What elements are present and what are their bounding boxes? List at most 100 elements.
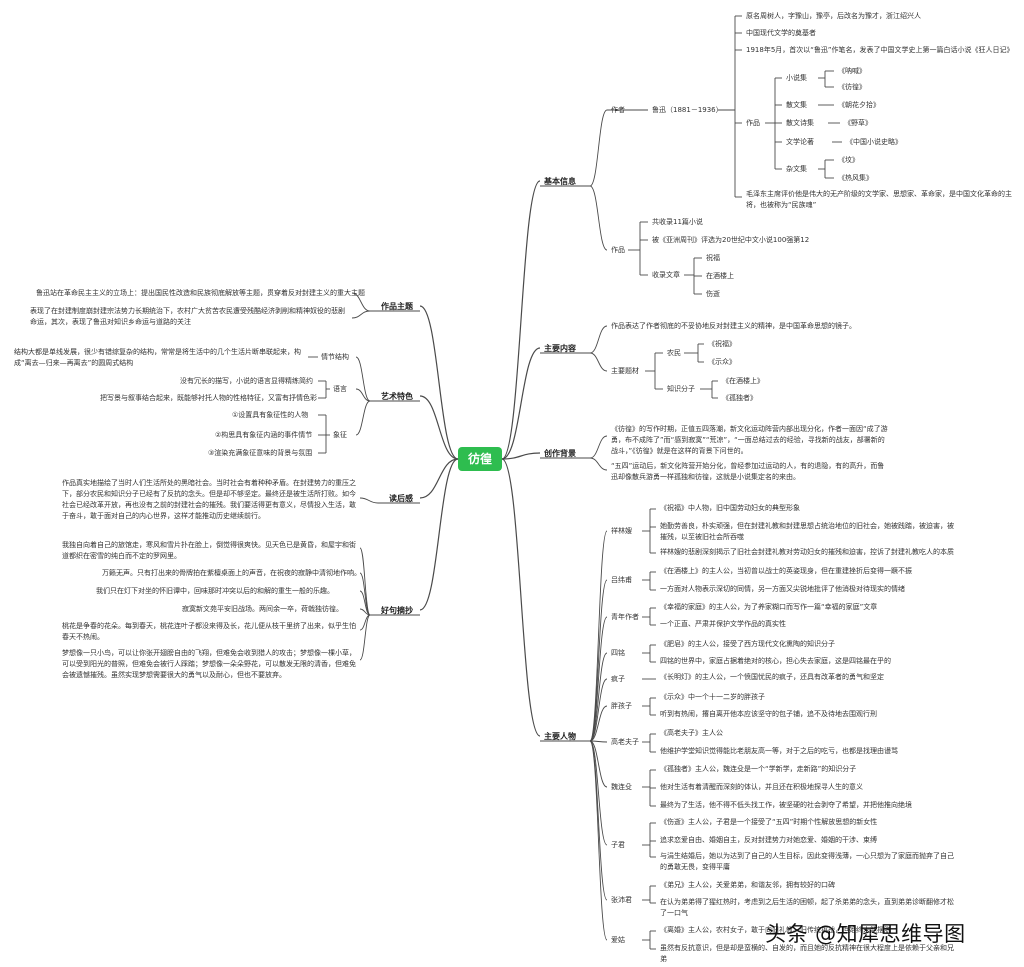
quote-item: 桃花是争春的花朵。每到春天，桃花连叶子都没来得及长，花儿便从枝干里挤了出来，似乎… [62, 622, 356, 641]
root-node[interactable]: 彷徨 [458, 447, 502, 471]
background-item: 《彷徨》的写作时期，正值五四落潮，新文化运动阵营内部出现分化，作者一面因“成了游… [611, 425, 888, 455]
connector [589, 652, 608, 742]
connector [589, 352, 608, 372]
author-fact: 中国现代文学的奠基者 [746, 29, 816, 37]
art-symbol-item: ②构思具有象征内涵的事件情节 [215, 431, 313, 439]
theme-item: 鲁迅站在革命民主主义的立场上：提出国民性改造和民族彻底解放等主题，贯穿着反对封建… [36, 289, 365, 297]
connector [589, 325, 608, 354]
character-detail: 他维护学堂知识觉得能比老朋友高一等，对于之后的吃亏，也都是找理由谩骂 [660, 747, 898, 755]
character-detail: 一方面对人物表示深切的同情，另一方面又尖锐地批评了他消极对待现实的情绪 [660, 585, 905, 593]
author-fact: 原名周树人，字豫山，豫亭，后改名为豫才，浙江绍兴人 [746, 12, 921, 20]
background-item: “五四”运动后，新文化阵营开始分化，曾经参加过运动的人，有的退隐，有的高升，而鲁… [611, 462, 885, 481]
root-connector [419, 458, 459, 611]
branch-basic[interactable]: 基本信息 [544, 177, 576, 186]
character-name[interactable]: 祥林嫂 [611, 527, 632, 535]
content-topic-label[interactable]: 主要题材 [611, 367, 639, 375]
connector [351, 310, 371, 319]
works-item: 《热风集》 [838, 174, 873, 182]
art-language-item: 把写景与叙事结合起来，既能够衬托人物的性格特征，又富有抒情色彩 [100, 394, 317, 402]
branch-quotes[interactable]: 好句摘抄 [381, 606, 413, 615]
art-language-label[interactable]: 语言 [333, 385, 347, 393]
connector [589, 740, 608, 743]
root-connector [501, 452, 541, 460]
book-label[interactable]: 作品 [611, 246, 625, 254]
character-detail: 《在酒楼上》的主人公，当初曾以战士的英姿现身，但在重建挫折后变得一蹶不振 [660, 567, 912, 575]
character-name[interactable]: 青年作者 [611, 613, 639, 621]
topic-peasant[interactable]: 农民 [667, 349, 681, 357]
works-group[interactable]: 文学论著 [786, 138, 814, 146]
connector [589, 185, 608, 251]
character-detail: 他对生活有着清醒而深刻的体认，并且还在积极地探寻人生的意义 [660, 783, 863, 791]
connector [589, 435, 608, 459]
connector [589, 740, 608, 941]
branch-art[interactable]: 艺术特色 [381, 392, 413, 401]
character-detail: 《孤独者》主人公，魏连殳是一个“学新学，走新路”的知识分子 [660, 765, 857, 773]
character-name[interactable]: 爱姑 [611, 936, 625, 944]
character-name[interactable]: 魏连殳 [611, 783, 632, 791]
character-detail: 《祝福》中人物，旧中国劳动妇女的典型形象 [660, 504, 800, 512]
character-detail: 《示众》中一个十一二岁的胖孩子 [660, 693, 765, 701]
author-name[interactable]: 鲁迅（1881－1936） [652, 106, 723, 114]
topic-peasant-item: 《祝福》 [708, 340, 736, 348]
character-detail: 祥林嫂的悲剧深刻揭示了旧社会封建礼教对劳动妇女的摧残和迫害，控诉了封建礼教吃人的… [660, 548, 954, 556]
works-item: 《朝花夕拾》 [838, 101, 880, 109]
book-item: 共收录11篇小说 [652, 218, 703, 226]
book-selection-label[interactable]: 收录文章 [652, 271, 680, 279]
topic-peasant-item: 《示众》 [708, 358, 736, 366]
art-symbol-item: ①设置具有象征性的人物 [232, 411, 309, 419]
character-detail: 《高老夫子》主人公 [660, 729, 723, 737]
works-item: 《彷徨》 [838, 83, 866, 91]
branch-theme[interactable]: 作品主题 [381, 302, 413, 311]
quote-item: 梦想像一只小鸟，可以让你张开翅膀自由的飞翔，但难免会收到猎人的攻击；梦想像一棵小… [62, 649, 356, 679]
review-item: 作品真实地描绘了当时人们生活所处的黑暗社会。当时社会有着种种矛盾。在封建势力的重… [62, 479, 356, 520]
author-label[interactable]: 作者 [611, 106, 625, 114]
connector [589, 109, 608, 187]
quote-item: 万籁无声。只有打出来的骨牌拍在紫檀桌面上的声音，在祝夜的寂静中清彻地作响。 [102, 569, 361, 577]
connector [589, 616, 608, 742]
root-connector [419, 458, 459, 499]
art-symbol-label[interactable]: 象征 [333, 431, 347, 439]
character-name[interactable]: 高老夫子 [611, 738, 639, 746]
topic-intellectual-item: 《在酒楼上》 [722, 377, 764, 385]
author-works-label[interactable]: 作品 [746, 119, 760, 127]
character-detail: 四铭的世界中，家庭占据着绝对的核心，担心失去家庭，这是四铭最在乎的 [660, 657, 891, 665]
author-mao: 毛泽东主席评价他是伟大的无产阶级的文学家、思想家、革命家，是中国文化革命的主将，… [746, 190, 1012, 209]
root-connector [501, 180, 541, 460]
character-detail: 在认为弟弟得了猩红热时，考虑到之后生活的困顿，起了杀弟弟的念头，直到弟弟诊断翻修… [660, 898, 954, 917]
connector [359, 608, 371, 616]
character-name[interactable]: 吕纬甫 [611, 576, 632, 584]
branch-background[interactable]: 创作背景 [544, 449, 576, 458]
quote-item: 我们只在灯下对坐的怀旧谭中，回味那时冲突以后的和解的重生一般的乐趣。 [96, 587, 334, 595]
character-name[interactable]: 张沛君 [611, 896, 632, 904]
author-fact: 1918年5月，首次以“鲁迅”作笔名，发表了中国文学史上第一篇白话小说《狂人日记… [746, 46, 1014, 54]
connector [355, 356, 371, 402]
character-detail: 《幸福的家庭》的主人公，为了养家糊口而写作一篇“幸福的家庭”文章 [660, 603, 878, 611]
branch-review[interactable]: 读后感 [389, 494, 413, 503]
book-selection-item: 伤逝 [706, 290, 720, 298]
character-detail: 与涓生结婚后，她以为达到了自己的人生目标，因此变得浅薄，一心只想为了家庭而抛弃了… [660, 852, 954, 871]
art-language-item: 没有冗长的描写，小说的语言显得精练简约 [180, 377, 313, 385]
character-detail: 《长明灯》的主人公，一个愤国忧民的疯子，还具有改革者的勇气和坚定 [660, 673, 884, 681]
works-group[interactable]: 散文集 [786, 101, 807, 109]
character-name[interactable]: 子君 [611, 841, 625, 849]
book-selection-item: 在酒楼上 [706, 272, 734, 280]
character-name[interactable]: 四铭 [611, 649, 625, 657]
works-group[interactable]: 小说集 [786, 74, 807, 82]
branch-characters[interactable]: 主要人物 [544, 732, 576, 741]
connector [355, 388, 371, 402]
character-name[interactable]: 疯子 [611, 675, 625, 683]
character-name[interactable]: 胖孩子 [611, 702, 632, 710]
art-symbol-item: ③渲染充满象征意味的背景与氛围 [208, 449, 313, 457]
works-item: 《野草》 [844, 119, 872, 127]
works-group[interactable]: 散文诗集 [786, 119, 814, 127]
art-plot-label[interactable]: 情节结构 [321, 353, 349, 361]
branch-content[interactable]: 主要内容 [544, 344, 576, 353]
character-detail: 追求恋爱自由、婚姻自主，反对封建势力对她恋爱、婚姻的干涉、束缚 [660, 836, 877, 844]
connector [589, 678, 608, 742]
topic-intellectual[interactable]: 知识分子 [667, 385, 695, 393]
character-detail: 她勤劳善良，朴实顽强，但在封建礼教和封建思想占统治地位的旧社会，她被践踏，被迫害… [660, 522, 954, 541]
connector [359, 614, 371, 661]
connector [589, 457, 608, 471]
works-group[interactable]: 杂文集 [786, 165, 807, 173]
